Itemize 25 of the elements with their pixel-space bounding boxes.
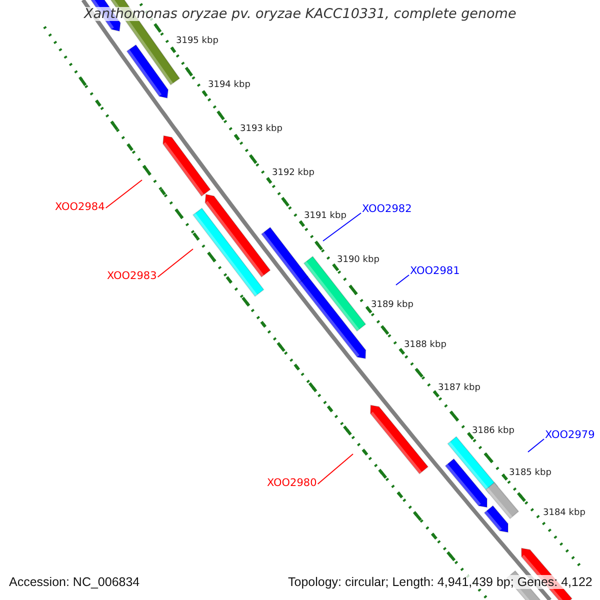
scale-label: 3195 kbp <box>176 35 218 48</box>
leader-line <box>396 274 410 286</box>
accession-text: Accession: NC_006834 <box>9 575 140 589</box>
scale-label: 3193 kbp <box>240 123 282 136</box>
scale-label: 3194 kbp <box>208 79 250 92</box>
gene-label: XOO2979 <box>545 428 595 442</box>
leader-line <box>322 212 362 242</box>
scale-label: 3185 kbp <box>509 467 552 480</box>
leader-line <box>528 438 544 452</box>
scale-label: 3186 kbp <box>472 425 514 438</box>
leader-line <box>317 454 354 484</box>
leader-line <box>105 180 142 208</box>
scale-label: 3189 kbp <box>371 299 414 312</box>
leader-line <box>157 248 194 278</box>
scale-label: 3184 kbp <box>543 507 586 520</box>
gene-label: XOO2981 <box>410 264 460 278</box>
scale-label: 3187 kbp <box>438 382 480 395</box>
scale-label: 3190 kbp <box>337 254 380 267</box>
scale-label: 3192 kbp <box>272 167 314 180</box>
gene-label: XOO2982 <box>362 202 412 216</box>
gene-label: XOO2984 <box>55 200 105 214</box>
scale-label: 3188 kbp <box>404 339 446 352</box>
scale-label: 3191 kbp <box>304 210 346 223</box>
gene-label: XOO2983 <box>107 269 157 283</box>
gene-label: XOO2980 <box>267 476 317 490</box>
